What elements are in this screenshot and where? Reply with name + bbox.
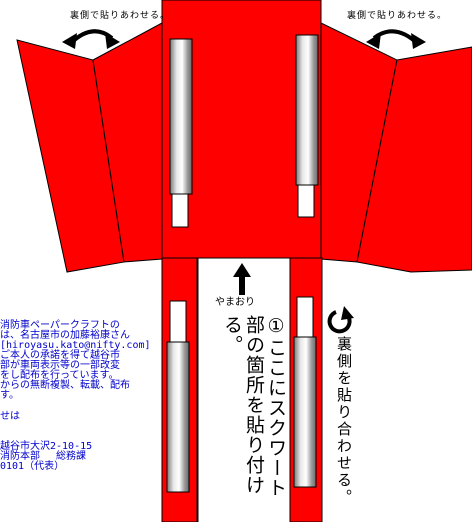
left-upper-cylinder [169, 38, 193, 228]
up-arrow-icon [233, 263, 251, 295]
credit-line: は、名古屋市の加藤裕康さん [0, 330, 130, 341]
glue-back-label-left: 裏側で貼りあわせる。 [70, 11, 171, 21]
right-lower-cylinder [293, 296, 317, 488]
mountain-fold-label: やまおり [215, 297, 255, 308]
credit-line: 消防本部 総務課 [0, 451, 87, 462]
credit-line: 部が車両表示等の一部改変 [0, 360, 120, 371]
left-lower-cylinder [166, 300, 190, 493]
credit-line: からの無断複製、転載、配布 [0, 380, 130, 391]
credit-line: ご本人の承諾を得て越谷市 [0, 350, 120, 361]
right-outer-flap [356, 46, 472, 273]
rotate-arrow-icon [327, 306, 354, 334]
curved-double-arrow-icon [366, 29, 426, 49]
credit-line: [hiroyasu.kato@nifty.com] [0, 340, 151, 351]
right-upper-cylinder [295, 34, 319, 218]
credit-line: をし配布を行っています。 [0, 370, 119, 381]
credit-line: す。 [0, 390, 19, 401]
glue-here-instruction: ①ここにスクワート部の箇所を貼り付ける。 [221, 315, 287, 498]
credit-line: 0101（代表） [0, 461, 65, 472]
glue-back-label-right: 裏側で貼りあわせる。 [347, 11, 448, 21]
credit-line: 消防車ペーパークラフトの [0, 320, 120, 331]
glue-back-vertical-label: 裏側を貼り合わせる。 [335, 336, 353, 506]
credit-line: 越谷市大沢2-10-15 [0, 441, 93, 452]
curved-double-arrow-icon [62, 29, 120, 49]
credit-line: せは [0, 411, 20, 422]
